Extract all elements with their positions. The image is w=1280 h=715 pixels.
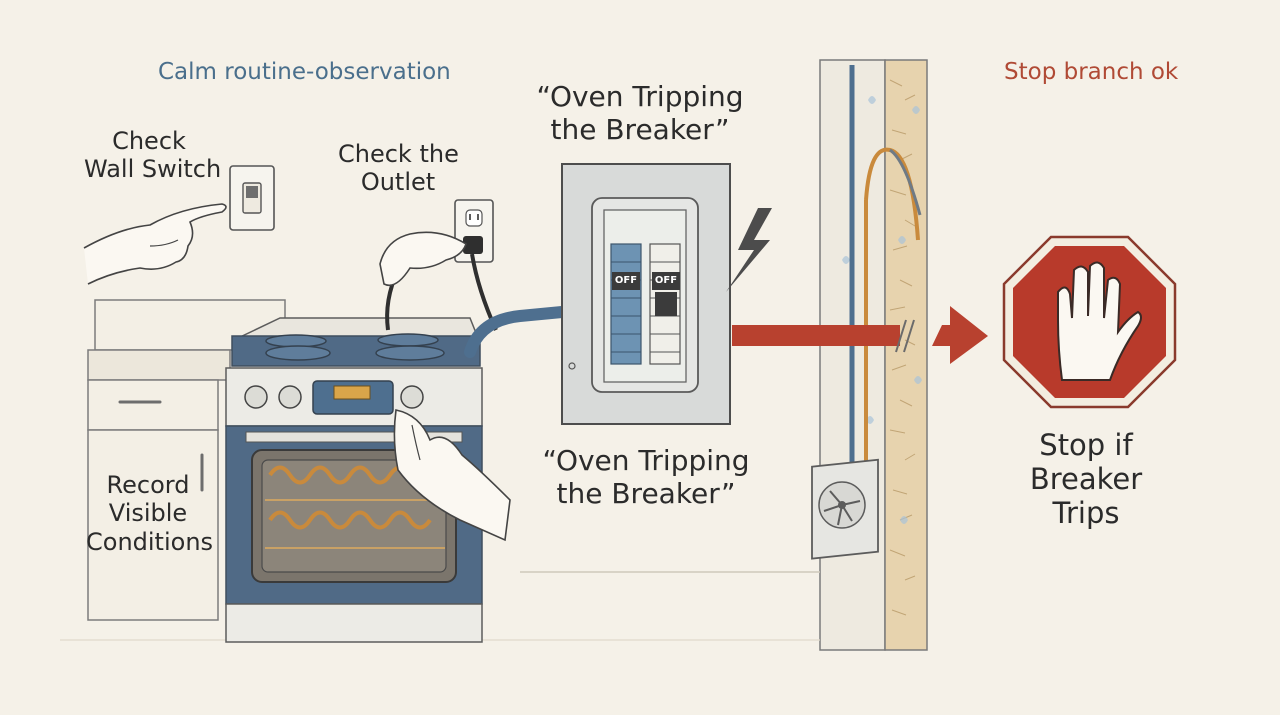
stop-if-line3: Trips: [1052, 496, 1120, 531]
breaker-left-off-label: OFF: [614, 275, 638, 286]
check-wall-switch-line2: Wall Switch: [84, 155, 222, 184]
panel-title-top: “Oven Tripping the Breaker”: [530, 80, 750, 146]
lightning-icon: [726, 208, 772, 292]
stop-branch-header: Stop branch ok: [1004, 59, 1179, 85]
check-outlet-line2: Outlet: [360, 168, 436, 197]
vent-fan-icon: [811, 458, 879, 560]
stop-hand-icon: [1002, 235, 1177, 409]
hand-turning-knob: [393, 409, 511, 542]
panel-title-bottom: “Oven Tripping the Breaker”: [536, 444, 756, 510]
breaker-panel-icon: [561, 163, 731, 425]
panel-title-top-line2: the Breaker”: [550, 113, 730, 147]
plug-icon: [379, 231, 498, 331]
record-conditions-line2: Visible: [108, 499, 188, 528]
record-conditions-label: Record Visible Conditions: [86, 471, 214, 556]
stop-if-breaker-trips-label: Stop if Breaker Trips: [1022, 428, 1150, 531]
stop-if-line2: Breaker: [1029, 462, 1143, 497]
stop-if-line1: Stop if: [1039, 428, 1133, 462]
record-conditions-line3: Conditions: [86, 527, 214, 556]
check-wall-switch-line1: Check: [112, 127, 186, 155]
calm-branch-header: Calm routine-observation: [158, 59, 451, 85]
check-outlet-line1: Check the: [338, 140, 459, 168]
wall-cutaway: [811, 59, 928, 651]
panel-title-bottom-line2: the Breaker”: [556, 477, 736, 511]
panel-title-top-line1: “Oven Tripping: [536, 80, 744, 113]
panel-title-bottom-line1: “Oven Tripping: [542, 444, 750, 477]
record-conditions-line1: Record: [106, 471, 190, 499]
hand-pointing-icon: [83, 203, 227, 285]
breaker-right-off-label: OFF: [654, 275, 678, 286]
wall-switch-icon: [229, 165, 275, 231]
check-outlet-label: Check the Outlet: [338, 140, 459, 197]
check-wall-switch-label: Check Wall Switch: [84, 127, 222, 184]
oven-icon: [225, 317, 483, 643]
arrow-right-icon: [732, 306, 988, 364]
